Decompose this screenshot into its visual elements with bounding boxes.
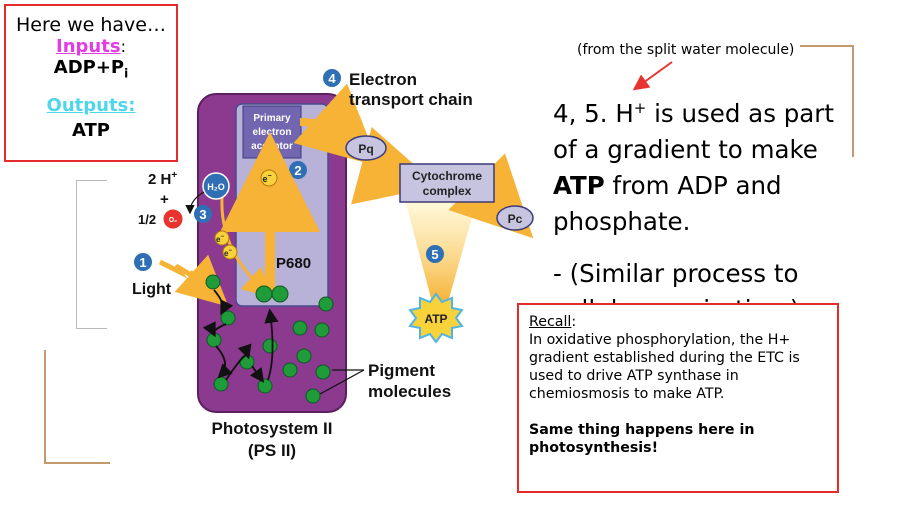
half-label: 1/2 [138,212,156,227]
energy-transfer-arrow-1 [213,289,234,316]
decorative-bracket-bottom-left [44,350,110,464]
inputs-value: ADP+Pi [6,57,176,81]
recall-colon: : [571,314,577,330]
pigment-dot [315,364,331,380]
etc-title-line2: transport chain [349,90,473,109]
main-line-1-suffix: is used as part of a gradient to make [553,99,834,165]
summary-box: Here we have… Inputs: ADP+Pi Outputs: AT… [4,4,178,162]
energy-transfer-arrow-5 [249,365,265,383]
h-plus-label: 2 H+ [148,170,177,188]
pc-label: Pc [508,212,523,226]
p680-pigment-2 [271,285,289,303]
etc-title-line1: Electron [349,70,417,89]
step-1-badge [134,253,152,271]
recall-box: Recall: In oxidative phosphorylation, th… [517,303,839,493]
cytochrome-line1: Cytochrome [412,169,482,183]
atp-label: ATP [424,312,447,326]
inputs-value-main: ADP+P [53,57,125,78]
p680-pigment-1 [255,285,273,303]
h2o-label: H₂O [207,182,225,192]
pigment-dot [292,320,308,336]
p680-label: P680 [276,255,311,272]
h2o-molecule [202,172,230,200]
o2-label: O₂ [169,217,178,224]
main-line-1-prefix: 4, 5. H [553,99,634,129]
pq-label: Pq [358,142,373,156]
atp-starburst [408,292,464,344]
step-4-badge [323,69,341,87]
plus-sign: + [160,191,169,208]
step-1-num: 1 [139,255,146,270]
electron-mid-1 [214,230,230,246]
pq-carrier [345,135,387,161]
pigment-dot [262,338,278,354]
arrow-acceptor-to-pq [293,83,380,167]
summary-intro: Here we have… [16,14,166,36]
energy-transfer-arrow-6 [264,308,279,381]
energy-transfer-arrow-2 [202,321,227,338]
primary-acceptor-line1: Primary [253,113,291,124]
cytochrome-line2: complex [423,184,472,198]
pigment-line2: molecules [368,382,451,401]
cytochrome-complex [399,163,495,203]
step-5-num: 5 [431,247,438,262]
pigment-cluster [205,274,334,404]
pigment-dot [305,388,321,404]
step-3-badge [194,205,212,223]
recall-body: In oxidative phosphorylation, the H+ gra… [529,332,800,402]
main-line-1-sup: + [633,99,647,117]
main-explanation: 4, 5. H+ is used as part of a gradient t… [553,90,853,328]
o2-molecule [162,208,184,230]
pigment-dot [205,274,221,290]
pigment-dot [220,310,236,326]
decorative-bracket-top-right [800,45,854,157]
water-note: (from the split water molecule) [577,42,795,58]
gray-bracket-left [76,180,107,329]
main-line-1: 4, 5. H+ is used as part of a gradient t… [553,90,853,240]
pigment-line1: Pigment [368,361,435,380]
pigment-dot [296,348,312,364]
primary-acceptor-line3: acceptor [251,141,293,152]
inputs-colon: : [120,37,126,56]
inputs-value-sub: i [124,66,129,81]
pigment-pointer-2 [319,369,365,395]
water-split-arrow [185,191,205,215]
electron-top-label: e− [262,173,271,184]
step-4-num: 4 [328,71,336,86]
outputs-label: Outputs: [46,94,136,116]
light-bolt [158,254,229,307]
main-atp-bold: ATP [553,171,605,201]
pc-carrier [496,205,534,231]
energy-transfer-arrow-4 [225,343,252,381]
electron-mid-2-label: e− [224,248,232,258]
main-line-1-end: from ADP and phosphate. [553,171,782,237]
energy-transfer-arrow-3 [215,345,233,379]
electron-mid-1-label: e− [216,234,224,244]
pigment-dot [257,378,273,394]
red-pointer-arrow [632,61,673,91]
outputs-value: ATP [71,119,110,141]
pigment-dot [314,322,330,338]
ps2-line1: Photosystem II [212,419,333,438]
step-2-num: 2 [294,163,301,178]
electron-top [260,169,278,187]
arrow-pq-to-cyt [351,127,439,205]
pigment-dot [282,362,298,378]
pigment-dot [206,332,222,348]
inputs-label: Inputs [56,36,121,57]
pigment-dot [318,296,334,312]
step-3-num: 3 [199,207,206,222]
primary-acceptor-line2: electron [253,127,292,138]
photosystem-diagram: Primary electron acceptor Pq Cytochrome … [132,69,534,460]
recall-heading: Recall [529,314,572,330]
step-5-badge [426,245,444,263]
ps2-line2: (PS II) [248,441,296,460]
recall-bold-line: Same thing happens here in photosynthesi… [529,422,755,456]
light-label: Light [132,281,172,298]
